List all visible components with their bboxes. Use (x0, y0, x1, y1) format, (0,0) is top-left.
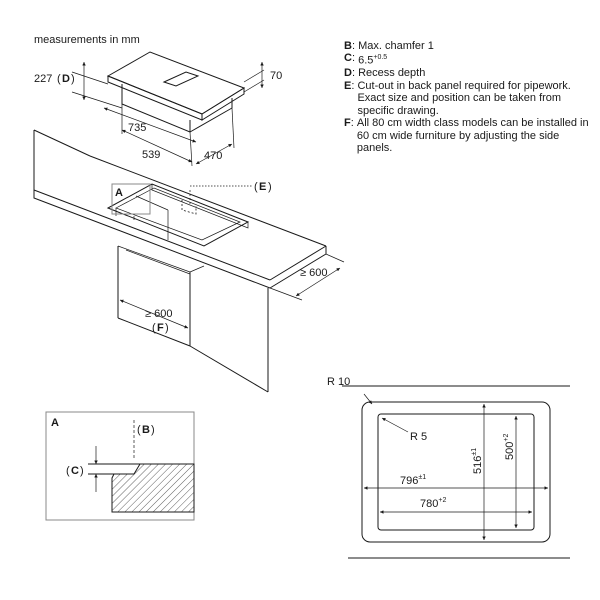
svg-text:516±1: 516±1 (471, 448, 484, 474)
dim-600-right: ≥ 600 (300, 267, 327, 279)
detail-A-callout (111, 183, 151, 215)
inner-recess (377, 413, 535, 531)
worktop-front (33, 190, 271, 289)
dim-470-line (195, 143, 233, 165)
note-text: Max. chamfer 1 (358, 40, 434, 52)
dim-516-tol: ±1 (471, 448, 478, 456)
notes-legend: B: Max. chamfer 1 C: 6.5+0.5 D: Recess d… (344, 40, 594, 154)
dim-70: 70 (270, 70, 282, 82)
note-key: E (344, 79, 352, 92)
note-text: Cut-out in back panel required for pipew… (357, 79, 571, 117)
svg-text:(: ( (254, 181, 258, 193)
label-C: C (71, 465, 79, 477)
dim-600-right-line (295, 267, 341, 297)
dim-d-letter: D (62, 73, 70, 85)
note-key: C (344, 52, 352, 65)
svg-text:): ) (71, 73, 75, 85)
dim-500: 500 (504, 442, 516, 460)
svg-text:796±1: 796±1 (400, 474, 426, 487)
label-F: F (157, 322, 164, 334)
worktop-back-edge (89, 155, 327, 247)
dim-227-ext (71, 71, 109, 85)
worktop-left-back (33, 129, 91, 157)
note-C: C: 6.5+0.5 (344, 52, 594, 67)
note-key: B (344, 40, 352, 52)
note-key: D (344, 67, 352, 80)
svg-text:): ) (151, 424, 155, 436)
hob-body-side (189, 107, 233, 133)
label-B: B (142, 424, 150, 436)
cutout-rim (151, 184, 249, 229)
note-D: D: Recess depth (344, 67, 594, 79)
svg-text:): ) (165, 322, 169, 334)
dim-780-tol: +2 (438, 497, 446, 504)
svg-text:(: ( (66, 465, 70, 477)
svg-text:): ) (268, 181, 272, 193)
svg-text:(: ( (152, 322, 156, 334)
svg-text:(: ( (137, 424, 141, 436)
dim-516: 516 (472, 456, 484, 474)
detail-A: A ( B ) ( C ) (45, 411, 195, 521)
pipework-cutout (181, 200, 197, 215)
worktop-section-hatch (111, 463, 195, 513)
hob-top-view: 227 ( D ) 70 735 539 470 (34, 51, 282, 167)
callout-A: A (115, 187, 123, 199)
dim-470: 470 (204, 150, 222, 162)
note-E: E: Cut-out in back panel required for pi… (344, 80, 594, 117)
svg-text:): ) (80, 465, 84, 477)
dim-780: 780 (420, 498, 438, 510)
worktop-cutout (106, 183, 250, 247)
cabinet-bottom-right (189, 345, 269, 393)
dim-735: 735 (128, 122, 146, 134)
note-text: 6.5+0.5 (358, 54, 388, 68)
cutout-inner (115, 187, 241, 241)
cutout-plan: R 10 R 5 796±1 780+2 516±1 500+2 (327, 376, 570, 559)
worktop-cabinet-view: ( E ) A ≥ 600 ( F ) ≥ 600 (33, 129, 345, 393)
dim-600-inner-line (119, 299, 189, 329)
dim-539: 539 (142, 149, 160, 161)
dim-796: 796 (400, 475, 418, 487)
note-text: All 80 cm width class models can be inst… (356, 117, 589, 154)
label-R10: R 10 (327, 376, 350, 388)
note-B: B: Max. chamfer 1 (344, 40, 594, 52)
dim-500-tol: +2 (503, 434, 510, 442)
dim-227-ext2 (71, 91, 123, 109)
note-text: Recess depth (358, 67, 426, 80)
dim-539-line (121, 129, 193, 163)
detail-A-title: A (51, 417, 59, 429)
dim-600-inner: ≥ 600 (145, 308, 172, 320)
outer-cutout (361, 401, 551, 543)
vent-slot (162, 71, 200, 87)
note-key: F (344, 117, 351, 130)
hob-glass (106, 51, 246, 115)
label-R5: R 5 (410, 431, 427, 443)
hob-side-edge (201, 87, 245, 121)
note-F: F: All 80 cm width class models can be i… (344, 117, 594, 154)
worktop-right-edge (269, 245, 327, 281)
svg-text:(: ( (57, 73, 61, 85)
dim-470-ext (231, 107, 235, 149)
svg-text:780+2: 780+2 (420, 497, 446, 510)
svg-text:500+2: 500+2 (503, 434, 516, 460)
dim-227: 227 (34, 73, 52, 85)
dim-796-tol: ±1 (418, 474, 426, 481)
dim-70-ext2 (243, 79, 265, 93)
cabinet-top-rail (117, 245, 191, 273)
dim-70-ext (243, 69, 265, 83)
dim-735-line (103, 107, 197, 143)
measurements-caption: measurements in mm (34, 34, 140, 46)
dim-539-ext2 (189, 131, 193, 167)
label-E: E (259, 181, 266, 193)
